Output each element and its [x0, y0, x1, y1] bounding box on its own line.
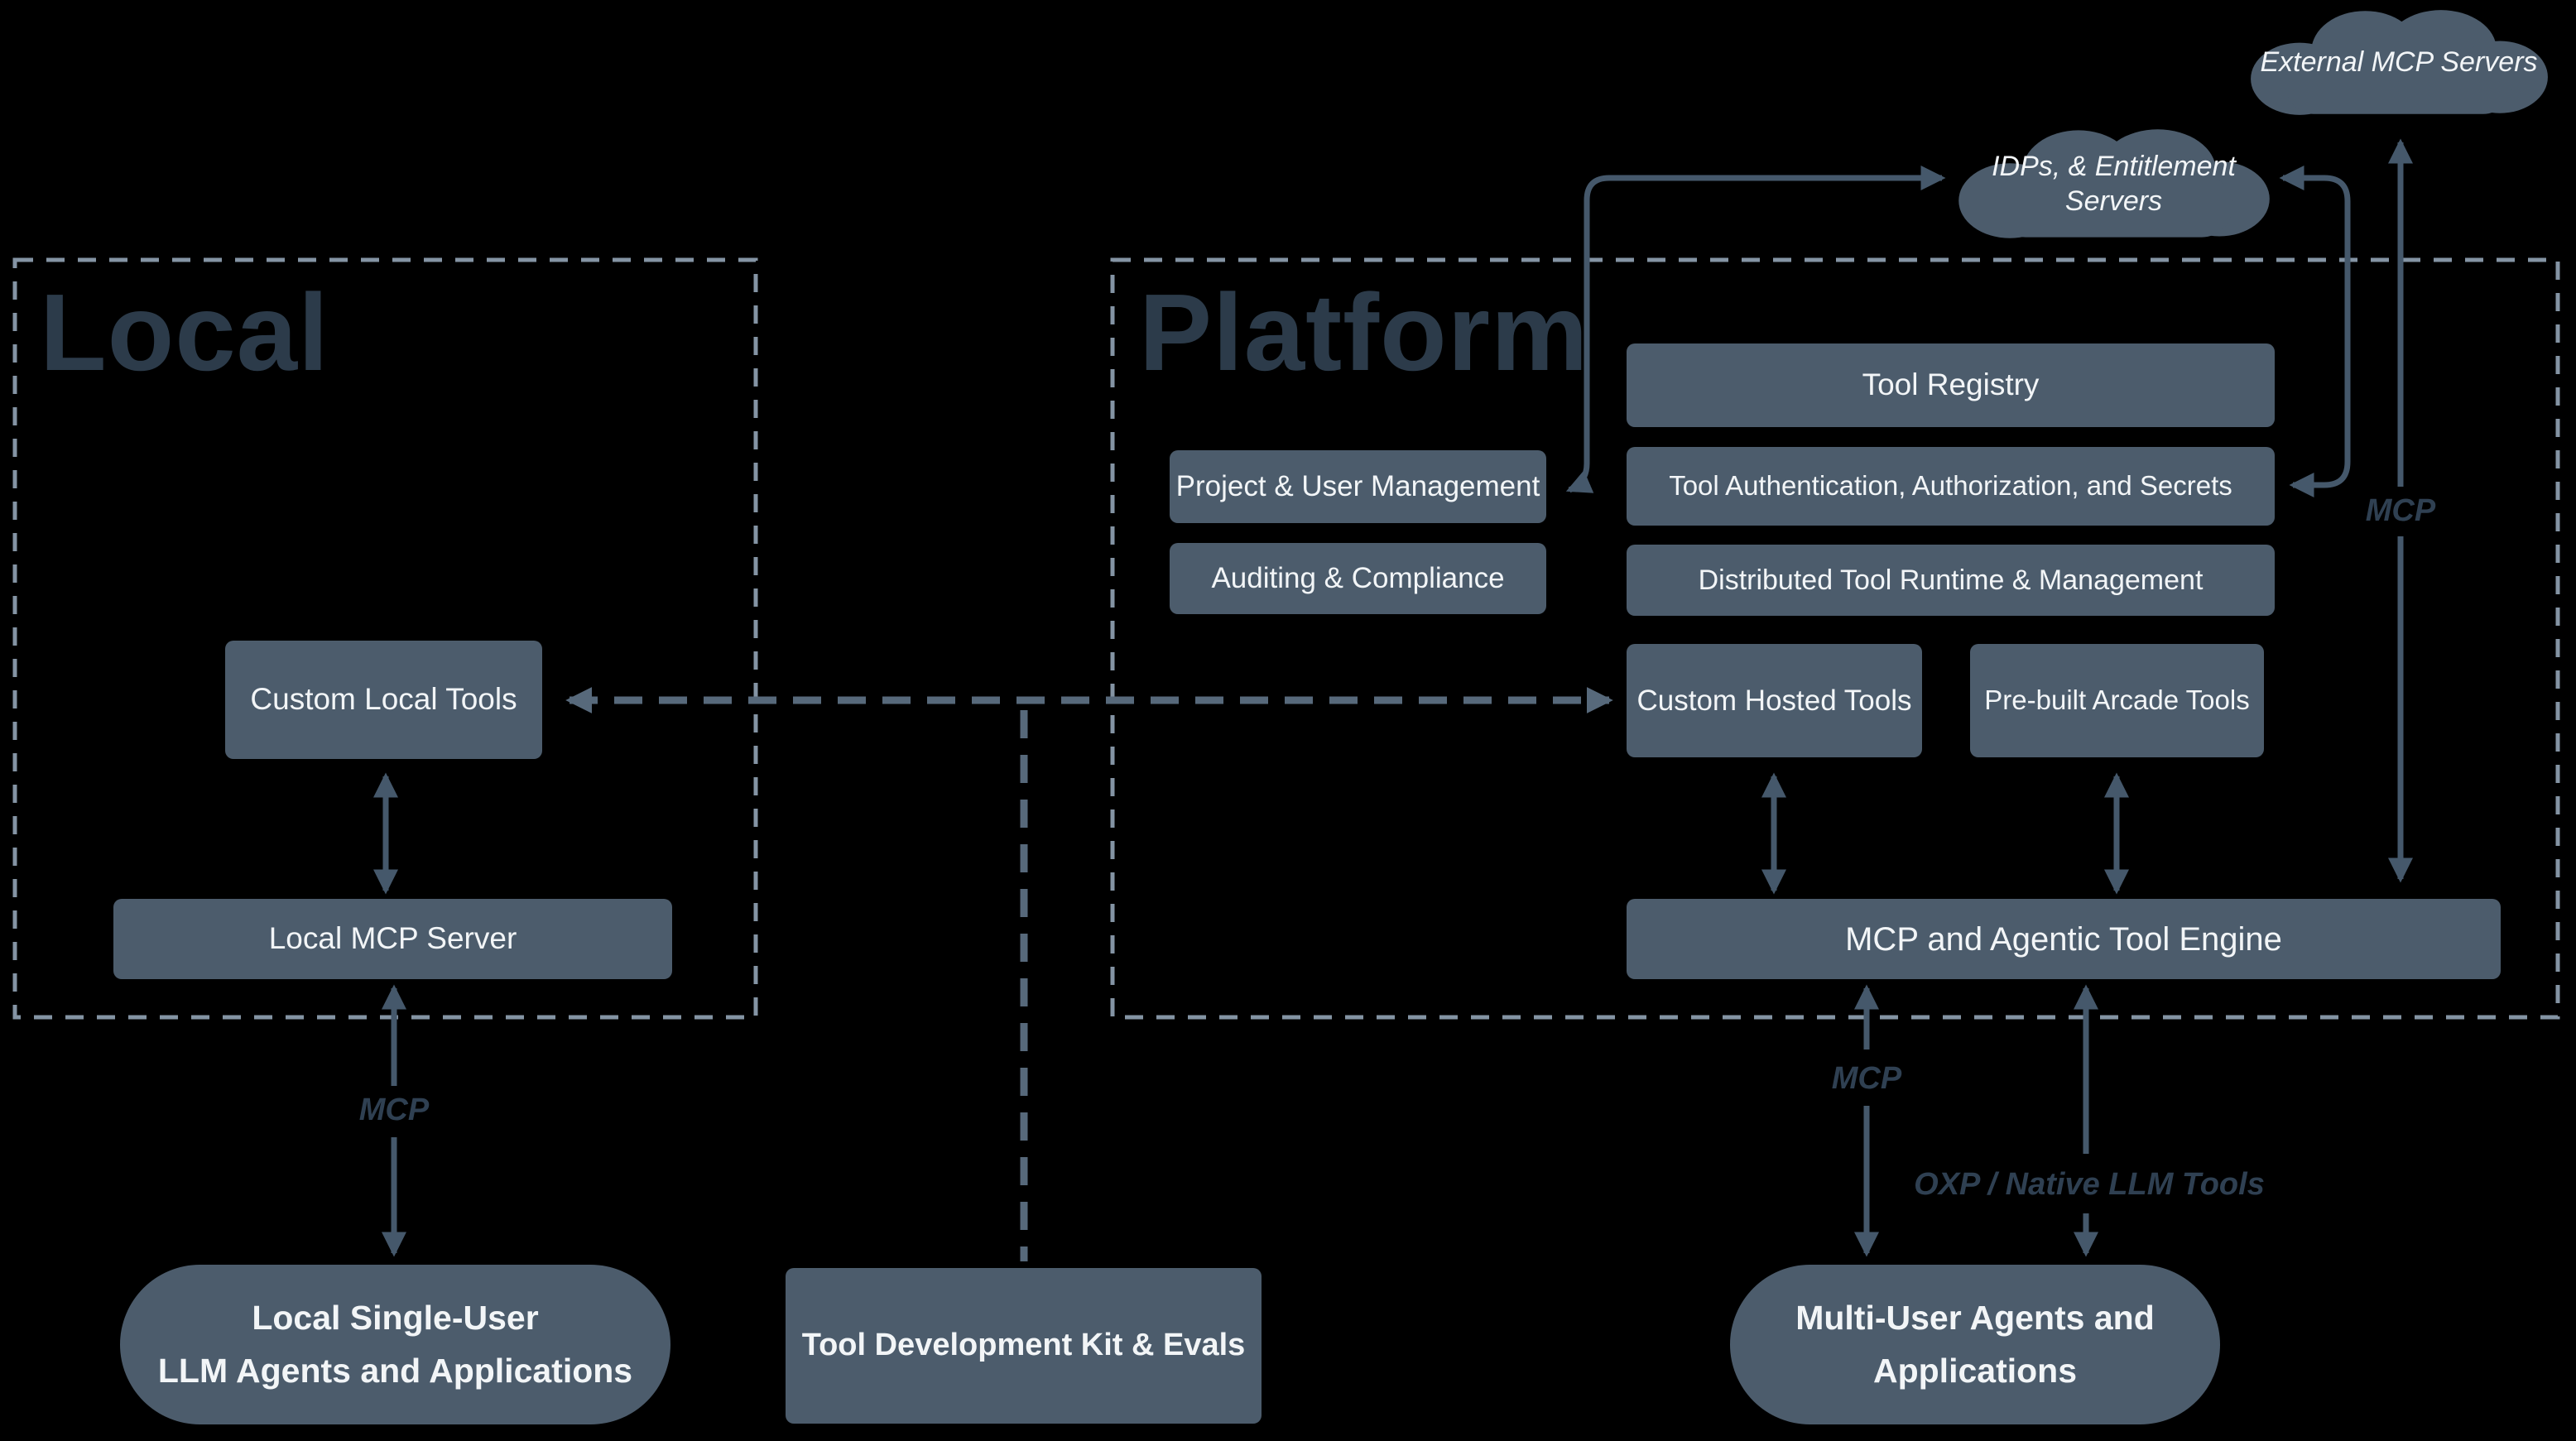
node-custom-local-tools: Custom Local Tools: [225, 641, 542, 759]
idps-label-line2: Servers: [2064, 185, 2163, 217]
node-mcp-agentic-tool-engine: MCP and Agentic Tool Engine: [1627, 899, 2501, 979]
cloud-shape: [1958, 129, 2270, 238]
node-tool-registry: Tool Registry: [1627, 343, 2275, 427]
edge-label-mcp-external: MCP: [2365, 493, 2436, 528]
pill-line: LLM Agents and Applications: [157, 1351, 633, 1390]
edge-label-mcp-engine: MCP: [1831, 1061, 1902, 1096]
cloud-shape: [2251, 10, 2548, 115]
node-local-mcp-server: Local MCP Server: [113, 899, 672, 979]
node-tool-development-kit: Tool Development Kit & Evals: [786, 1268, 1262, 1424]
node-prebuilt-arcade-tools: Pre-built Arcade Tools: [1970, 644, 2264, 757]
external-mcp-servers-cloud: External MCP Servers: [2247, 7, 2550, 118]
pill-line: Applications: [1872, 1351, 2078, 1390]
arrow-toolauth-idps: [2279, 166, 2351, 497]
node-multi-user-agents: Multi-User Agents and Applications: [1730, 1265, 2220, 1424]
idps-label-line1: IDPs, & Entitlement: [1992, 150, 2236, 182]
node-custom-hosted-tools: Custom Hosted Tools: [1627, 644, 1922, 757]
node-tool-auth: Tool Authentication, Authorization, and …: [1627, 447, 2275, 526]
node-distributed-runtime: Distributed Tool Runtime & Management: [1627, 545, 2275, 616]
node-auditing-compliance: Auditing & Compliance: [1170, 543, 1546, 614]
local-section-title: Local: [40, 271, 329, 393]
node-project-user-management: Project & User Management: [1170, 450, 1546, 523]
platform-section-title: Platform: [1139, 271, 1589, 393]
edge-label-oxp-native: OXP / Native LLM Tools: [1914, 1167, 2265, 1202]
external-mcp-servers-label: External MCP Servers: [2260, 46, 2538, 79]
arrow-projectmgmt-idps: [1565, 166, 1946, 493]
pill-line: Multi-User Agents and: [1795, 1298, 2155, 1337]
idps-entitlement-cloud: IDPs, & Entitlement Servers: [1955, 126, 2272, 242]
pill-line: Local Single-User: [252, 1298, 539, 1337]
edge-label-mcp-local: MCP: [358, 1093, 430, 1127]
platform-section-border: [1110, 257, 2560, 1020]
local-section-border: [12, 257, 758, 1020]
node-local-single-user-agents: Local Single-User LLM Agents and Applica…: [120, 1265, 670, 1424]
